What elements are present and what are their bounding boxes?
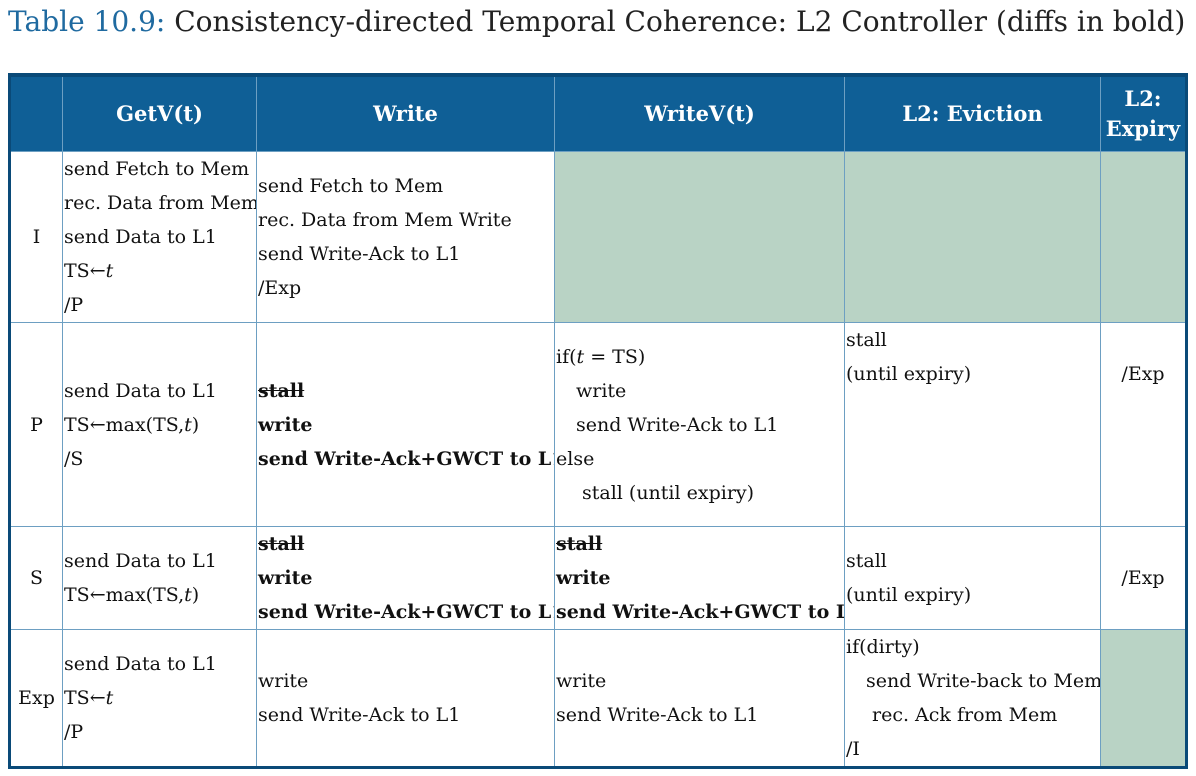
cell-i-write: send Fetch to Mem rec. Data from Mem Wri… bbox=[256, 151, 555, 323]
action-line: TS←t bbox=[64, 254, 255, 288]
action-line-bold: send Write-Ack+GWCT to L1 bbox=[556, 601, 845, 623]
action-line: send Fetch to Mem bbox=[64, 158, 250, 180]
action-line: send Write-Ack to L1 bbox=[258, 704, 461, 726]
cell-p-eviction: stall (until expiry) bbox=[844, 322, 1101, 527]
action-line: rec. Data from Mem Write bbox=[258, 209, 512, 231]
l2-controller-table: GetV(t) Write WriteV(t) L2: Eviction L2:… bbox=[8, 73, 1188, 769]
action-text: TS←max(TS, bbox=[64, 584, 185, 606]
cell-p-write: stall write send Write-Ack+GWCT to L1 bbox=[256, 322, 555, 527]
action-line: TS←max(TS,t) bbox=[64, 408, 255, 442]
cell-s-writev: stall write send Write-Ack+GWCT to L1 bbox=[554, 526, 845, 630]
action-line: send Data to L1 bbox=[64, 379, 217, 402]
action-line-struck: stall bbox=[258, 533, 305, 555]
state-cell-p: P bbox=[8, 322, 63, 527]
action-line: write bbox=[576, 379, 627, 402]
action-line-bold: write bbox=[556, 567, 611, 589]
action-line: (until expiry) bbox=[846, 363, 972, 385]
cell-i-expiry-na bbox=[1100, 151, 1188, 323]
cell-p-expiry: /Exp bbox=[1100, 322, 1188, 527]
action-line: write bbox=[556, 670, 607, 692]
action-line: /I bbox=[846, 738, 860, 760]
action-line: /P bbox=[64, 721, 84, 743]
cell-exp-writev: write send Write-Ack to L1 bbox=[554, 629, 845, 769]
action-var: t bbox=[105, 260, 114, 282]
action-line: stall bbox=[846, 329, 887, 351]
action-text: TS← bbox=[64, 260, 106, 282]
cell-exp-expiry-na bbox=[1100, 629, 1188, 769]
table-row-exp: Exp send Data to L1 TS←t /P write send W… bbox=[8, 629, 1188, 769]
header-writev: WriteV(t) bbox=[554, 73, 845, 152]
cell-s-eviction: stall (until expiry) bbox=[844, 526, 1101, 630]
header-write: Write bbox=[256, 73, 555, 152]
action-line-struck: stall bbox=[258, 379, 305, 402]
cell-exp-eviction: if(dirty) send Write-back to Mem rec. Ac… bbox=[844, 629, 1101, 769]
action-line-struck: stall bbox=[556, 533, 603, 555]
cell-i-eviction-na bbox=[844, 151, 1101, 323]
action-line-bold: write bbox=[258, 567, 313, 589]
action-line: if(t = TS) bbox=[556, 340, 843, 374]
action-line: send Data to L1 bbox=[64, 550, 217, 572]
action-line: send Data to L1 bbox=[64, 226, 217, 248]
action-line: stall (until expiry) bbox=[582, 481, 755, 504]
action-text: ) bbox=[191, 413, 200, 436]
action-line: send Write-back to Mem bbox=[866, 670, 1101, 692]
header-expiry-line2: Expiry bbox=[1105, 116, 1181, 141]
state-cell-exp: Exp bbox=[8, 629, 63, 769]
cell-s-getv: send Data to L1 TS←max(TS,t) bbox=[62, 526, 257, 630]
action-var: t bbox=[184, 413, 192, 436]
action-line: else bbox=[556, 447, 595, 470]
action-line: write bbox=[258, 670, 309, 692]
action-line-bold: send Write-Ack+GWCT to L1 bbox=[258, 447, 555, 470]
header-state bbox=[8, 73, 63, 152]
action-var: t bbox=[576, 345, 585, 368]
action-line-bold: write bbox=[258, 413, 313, 436]
table-row-p: P send Data to L1 TS←max(TS,t) /S stall … bbox=[8, 322, 1188, 527]
action-line: /P bbox=[64, 294, 84, 316]
table-title: Consistency-directed Temporal Coherence:… bbox=[174, 5, 1186, 38]
action-line: /S bbox=[64, 447, 84, 470]
action-line: send Write-Ack to L1 bbox=[576, 413, 779, 436]
action-line: /Exp bbox=[258, 277, 302, 299]
action-text: if( bbox=[556, 345, 577, 368]
cell-s-write: stall write send Write-Ack+GWCT to L1 bbox=[256, 526, 555, 630]
table-header-row: GetV(t) Write WriteV(t) L2: Eviction L2:… bbox=[8, 73, 1188, 152]
action-var: t bbox=[184, 584, 192, 606]
table-number: Table 10.9: bbox=[8, 5, 166, 38]
cell-i-writev-na bbox=[554, 151, 845, 323]
table-row-i: I send Fetch to Mem rec. Data from Mem s… bbox=[8, 151, 1188, 323]
action-line: rec. Data from Mem bbox=[64, 192, 257, 214]
action-line: if(dirty) bbox=[846, 636, 920, 658]
action-line: send Data to L1 bbox=[64, 653, 217, 675]
cell-exp-write: write send Write-Ack to L1 bbox=[256, 629, 555, 769]
action-line: send Write-Ack to L1 bbox=[258, 243, 461, 265]
table-row-s: S send Data to L1 TS←max(TS,t) stall wri… bbox=[8, 526, 1188, 630]
action-text: ) bbox=[191, 584, 200, 606]
header-eviction: L2: Eviction bbox=[844, 73, 1101, 152]
cell-p-getv: send Data to L1 TS←max(TS,t) /S bbox=[62, 322, 257, 527]
action-text: TS← bbox=[64, 687, 106, 709]
header-expiry-line1: L2: bbox=[1124, 86, 1162, 111]
action-text: = TS) bbox=[584, 345, 646, 368]
cell-i-getv: send Fetch to Mem rec. Data from Mem sen… bbox=[62, 151, 257, 323]
cell-exp-getv: send Data to L1 TS←t /P bbox=[62, 629, 257, 769]
header-getv: GetV(t) bbox=[62, 73, 257, 152]
action-line: rec. Ack from Mem bbox=[872, 704, 1058, 726]
action-text: TS←max(TS, bbox=[64, 413, 185, 436]
action-line: (until expiry) bbox=[846, 584, 972, 606]
action-line: send Write-Ack to L1 bbox=[556, 704, 759, 726]
header-expiry: L2: Expiry bbox=[1100, 73, 1188, 152]
state-cell-s: S bbox=[8, 526, 63, 630]
action-line: TS←max(TS,t) bbox=[64, 578, 255, 612]
action-line: stall bbox=[846, 550, 887, 572]
state-cell-i: I bbox=[8, 151, 63, 323]
action-line: send Fetch to Mem bbox=[258, 175, 444, 197]
table-caption: Table 10.9: Consistency-directed Tempora… bbox=[8, 2, 1185, 42]
action-line: TS←t bbox=[64, 681, 255, 715]
action-line-bold: send Write-Ack+GWCT to L1 bbox=[258, 601, 555, 623]
cell-s-expiry: /Exp bbox=[1100, 526, 1188, 630]
cell-p-writev: if(t = TS) write send Write-Ack to L1 el… bbox=[554, 322, 845, 527]
action-var: t bbox=[105, 687, 114, 709]
